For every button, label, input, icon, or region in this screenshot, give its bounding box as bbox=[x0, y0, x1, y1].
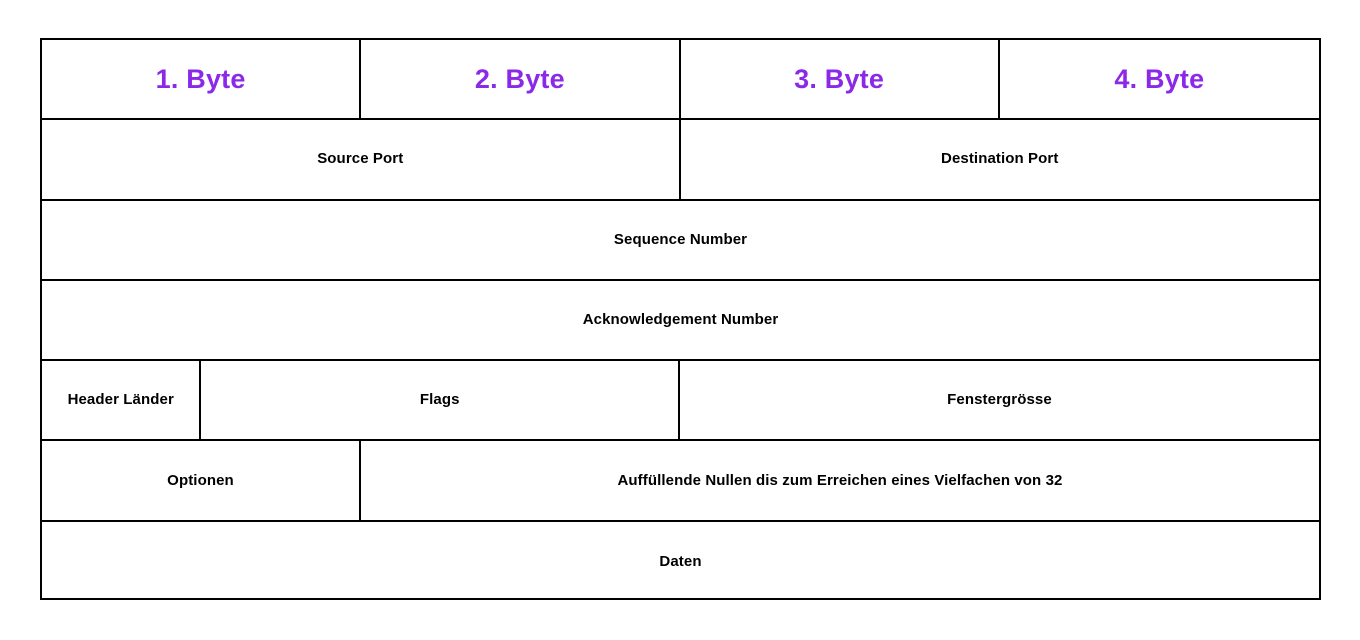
acknowledgement-number-row: Acknowledgement Number bbox=[42, 281, 1319, 362]
byte-header-label-3: 3. Byte bbox=[794, 63, 885, 94]
field-header-laender: Header Länder bbox=[42, 361, 202, 440]
byte-header-cell-3: 3. Byte bbox=[681, 40, 1000, 119]
byte-header-cell-4: 4. Byte bbox=[1000, 40, 1319, 118]
field-source-port: Source Port bbox=[42, 120, 681, 199]
field-fenstergroesse-label: Fenstergrösse bbox=[947, 391, 1052, 409]
field-destination-port-label: Destination Port bbox=[941, 150, 1059, 168]
sequence-number-row: Sequence Number bbox=[42, 201, 1319, 281]
header-flags-window-row: Header Länder Flags Fenstergrösse bbox=[42, 361, 1319, 442]
field-padding-zeros: Auffüllende Nullen dis zum Erreichen ein… bbox=[361, 441, 1319, 519]
ports-row: Source Port Destination Port bbox=[42, 120, 1320, 201]
byte-header-label-4: 4. Byte bbox=[1114, 63, 1205, 94]
field-flags: Flags bbox=[201, 361, 680, 440]
field-flags-label: Flags bbox=[419, 391, 460, 409]
byte-header-label-1: 1. Byte bbox=[155, 63, 246, 94]
options-padding-row: Optionen Auffüllende Nullen dis zum Erre… bbox=[42, 441, 1319, 522]
field-daten-label: Daten bbox=[659, 552, 702, 570]
field-optionen-label: Optionen bbox=[167, 471, 234, 489]
byte-header-row: 1. Byte 2. Byte 3. Byte 4. Byte bbox=[42, 40, 1319, 121]
tcp-header-diagram: 1. Byte 2. Byte 3. Byte 4. Byte Source P… bbox=[40, 38, 1321, 600]
field-acknowledgement-number: Acknowledgement Number bbox=[42, 281, 1319, 359]
field-sequence-number: Sequence Number bbox=[42, 201, 1319, 279]
data-row: Daten bbox=[42, 522, 1319, 602]
byte-header-label-2: 2. Byte bbox=[474, 63, 565, 94]
byte-header-cell-2: 2. Byte bbox=[361, 40, 681, 119]
field-daten: Daten bbox=[42, 522, 1319, 602]
field-padding-zeros-label: Auffüllende Nullen dis zum Erreichen ein… bbox=[617, 471, 1063, 489]
field-sequence-number-label: Sequence Number bbox=[613, 230, 748, 248]
byte-header-cell-1: 1. Byte bbox=[42, 40, 362, 119]
field-header-laender-label: Header Länder bbox=[67, 391, 174, 409]
field-acknowledgement-number-label: Acknowledgement Number bbox=[582, 310, 779, 328]
field-destination-port: Destination Port bbox=[681, 120, 1320, 198]
field-optionen: Optionen bbox=[42, 441, 361, 520]
field-fenstergroesse: Fenstergrösse bbox=[680, 361, 1319, 439]
field-source-port-label: Source Port bbox=[317, 150, 404, 168]
